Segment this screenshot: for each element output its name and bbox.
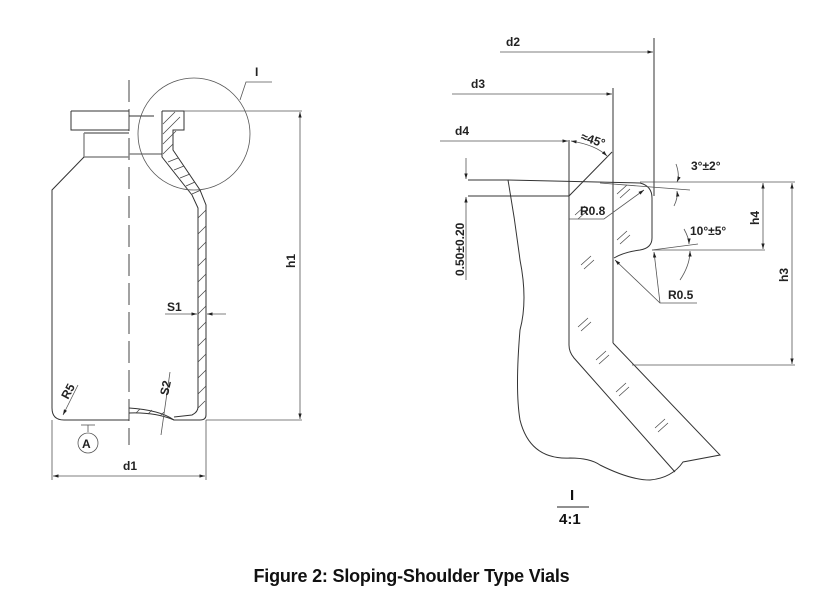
break-outline bbox=[507, 179, 721, 481]
h3-label: h3 bbox=[777, 268, 791, 282]
d2-label: d2 bbox=[506, 35, 520, 49]
inner-shoulder-line bbox=[568, 344, 676, 473]
undercut-ref-line bbox=[651, 243, 699, 251]
h4-label: h4 bbox=[748, 211, 762, 225]
undercut-arrow-bottom bbox=[679, 250, 692, 281]
chamfer-line bbox=[568, 151, 613, 197]
angle-45-arc bbox=[570, 140, 608, 157]
datum-label: A bbox=[82, 437, 91, 451]
taper-ref-line bbox=[599, 182, 691, 191]
detail-view-label: I bbox=[570, 487, 574, 504]
vial-side-view: I h1 S1 S2 R5 A d1 bbox=[51, 65, 302, 480]
r05-label: R0.5 bbox=[668, 288, 694, 302]
d4-label: d4 bbox=[455, 124, 469, 138]
neck-outline bbox=[83, 133, 129, 158]
detail-marker-label: I bbox=[255, 65, 258, 79]
r5-leader bbox=[62, 384, 79, 416]
r08-leader bbox=[569, 189, 645, 220]
r08-label: R0.8 bbox=[580, 204, 606, 218]
crimp-ring-outline bbox=[70, 110, 129, 131]
glass-hatching bbox=[574, 184, 669, 433]
body-outline-left bbox=[51, 156, 129, 421]
h1-label: h1 bbox=[284, 254, 298, 268]
d1-label: d1 bbox=[123, 459, 137, 473]
figure-caption: Figure 2: Sloping-Shoulder Type Vials bbox=[253, 566, 570, 586]
undercut-angle-label: 10°±5° bbox=[690, 224, 726, 238]
section-outer-profile bbox=[128, 110, 207, 421]
chamfer-height-label: 0.50±0.20 bbox=[453, 222, 467, 276]
taper-angle-label: 3°±2° bbox=[691, 159, 721, 173]
section-hatching bbox=[135, 111, 207, 417]
s1-label: S1 bbox=[167, 300, 182, 314]
detail-scale-label: 4:1 bbox=[559, 511, 581, 528]
bottom-inner bbox=[128, 412, 175, 421]
angle-45-label: ≈45° bbox=[579, 130, 607, 151]
r5-label: R5 bbox=[58, 381, 78, 401]
detail-leader bbox=[239, 81, 272, 101]
s2-label: S2 bbox=[157, 379, 174, 397]
section-inner-profile bbox=[161, 111, 199, 418]
detail-circle bbox=[137, 77, 251, 191]
taper-arrow-bottom bbox=[673, 190, 680, 207]
d3-label: d3 bbox=[471, 77, 485, 91]
detail-view: d2 d3 d4 ≈45° 3°±2° R0.8 h4 h3 10°±5° bbox=[440, 35, 795, 528]
lip-outer-profile bbox=[507, 179, 653, 259]
undercut-arrow-top bbox=[683, 228, 691, 245]
datum-circle bbox=[77, 432, 99, 454]
s2-leader bbox=[160, 371, 171, 436]
taper-arrow-top bbox=[675, 163, 681, 183]
r05-leader-b bbox=[652, 251, 661, 304]
